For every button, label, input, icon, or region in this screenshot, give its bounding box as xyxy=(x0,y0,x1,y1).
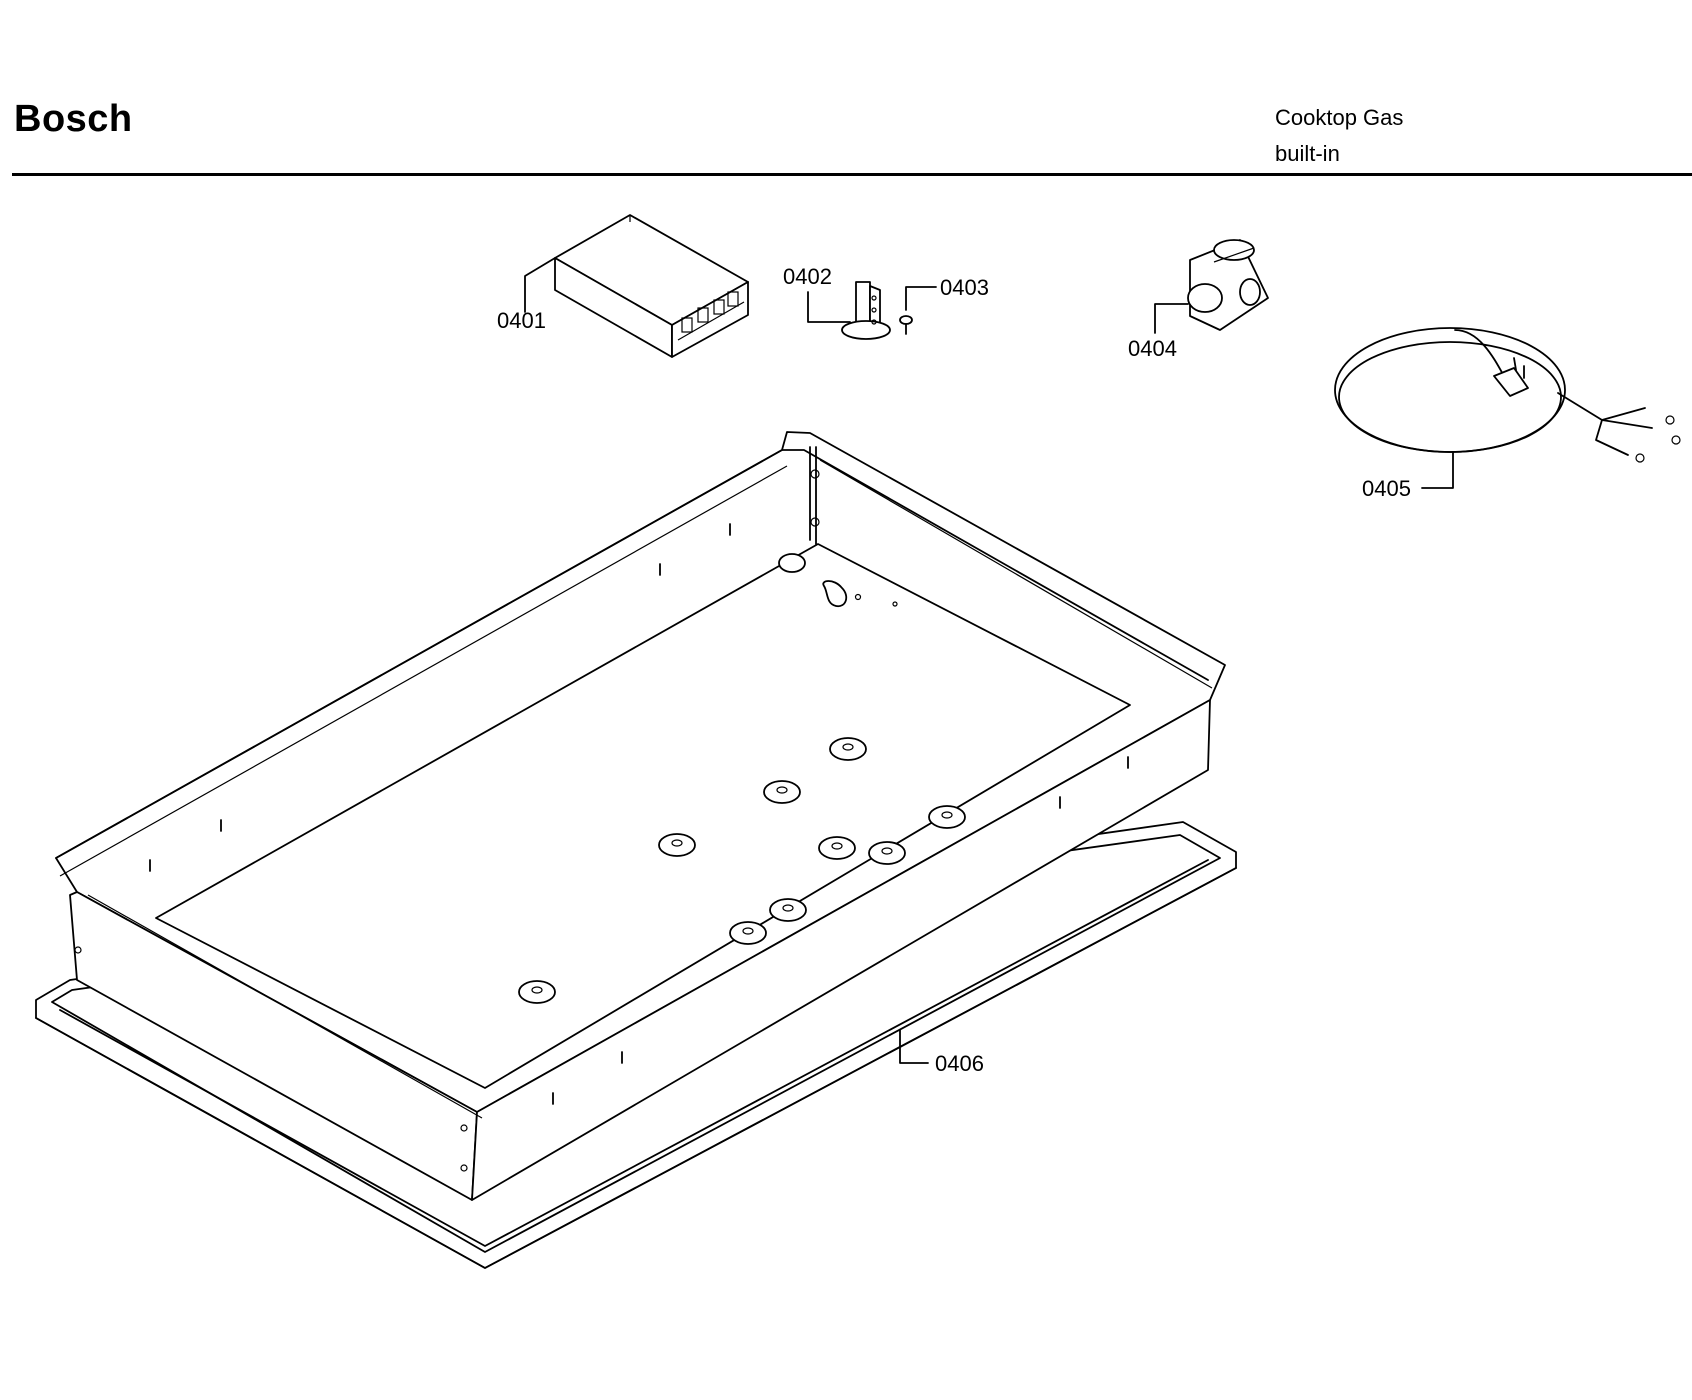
burner-port xyxy=(769,898,807,922)
burner-port xyxy=(658,833,696,857)
part-0402-switch[interactable] xyxy=(841,281,891,340)
burner-port xyxy=(928,805,966,829)
header-rule xyxy=(12,173,1692,176)
callout-label-0403: 0403 xyxy=(940,275,989,300)
burner-port xyxy=(763,780,801,804)
callout-0405: 0405 xyxy=(1362,451,1454,501)
cooktop-tray[interactable] xyxy=(55,431,1226,1201)
burner-port xyxy=(729,921,767,945)
callout-0402: 0402 xyxy=(783,264,851,323)
callout-label-0401: 0401 xyxy=(497,308,546,333)
burner-port xyxy=(518,980,556,1004)
burner-port xyxy=(818,836,856,860)
burner-port xyxy=(829,737,867,761)
callout-label-0405: 0405 xyxy=(1362,476,1411,501)
callout-label-0404: 0404 xyxy=(1128,336,1177,361)
callout-label-0402: 0402 xyxy=(783,264,832,289)
callout-0403: 0403 xyxy=(905,275,989,311)
product-subtype: built-in xyxy=(1275,141,1340,166)
brand-logo: Bosch xyxy=(14,98,133,140)
product-type: Cooktop Gas xyxy=(1275,105,1404,130)
part-0404-regulator[interactable] xyxy=(1187,239,1269,331)
part-0401-module[interactable] xyxy=(554,214,749,358)
callout-0401: 0401 xyxy=(497,257,556,333)
burner-port xyxy=(868,841,906,865)
part-0405-power-cord[interactable] xyxy=(1334,327,1681,463)
callout-0404: 0404 xyxy=(1128,303,1189,361)
part-0403-screw[interactable] xyxy=(899,315,913,335)
product-description: Cooktop Gas built-in xyxy=(1275,100,1403,172)
callout-0406: 0406 xyxy=(899,1029,984,1076)
callout-label-0406: 0406 xyxy=(935,1051,984,1076)
